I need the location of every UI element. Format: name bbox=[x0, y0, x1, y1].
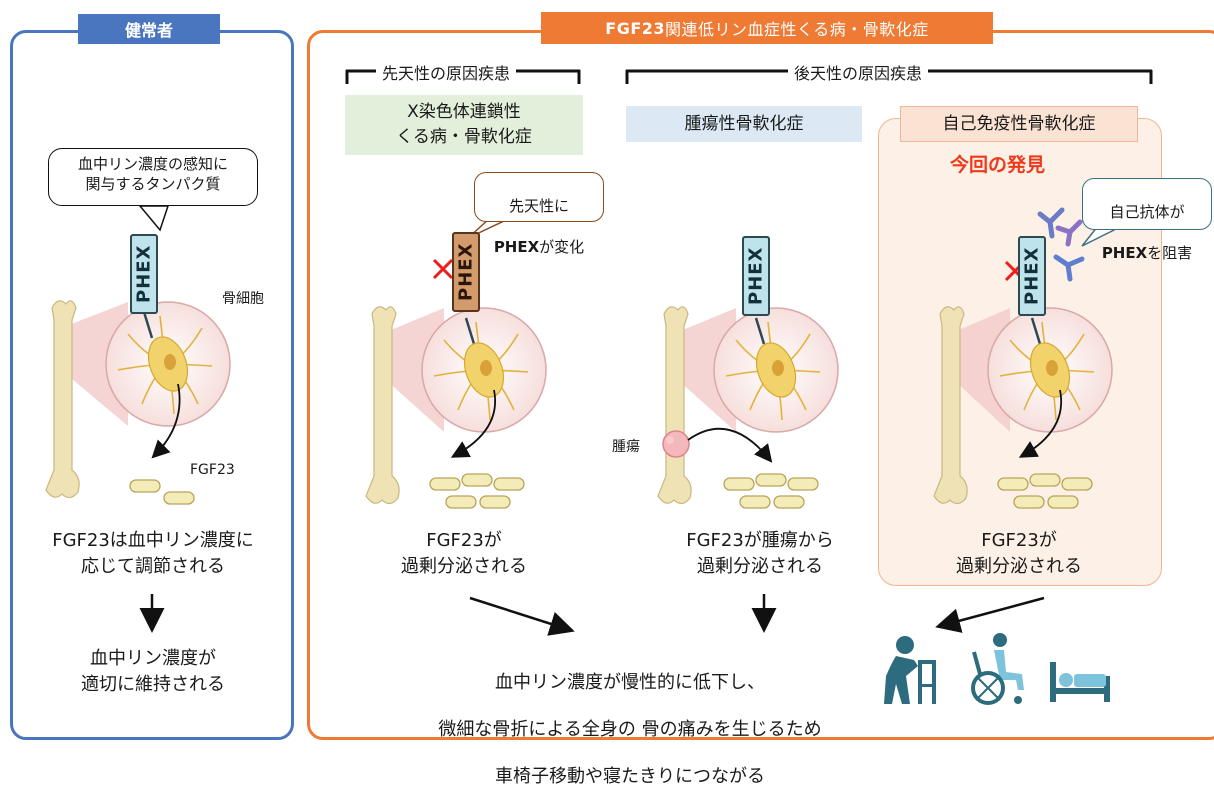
healthy-header: 健常者 bbox=[78, 14, 220, 44]
xlh-fgf23-capsule bbox=[429, 477, 461, 491]
tio-caption: FGF23が腫瘍から 過剰分泌される bbox=[686, 530, 834, 578]
autoimmune-bubble-rest: を阻害 bbox=[1147, 243, 1193, 262]
autoimmune-caption: FGF23が 過剰分泌される bbox=[956, 530, 1082, 578]
autoimmune-label: 自己免疫性骨軟化症 bbox=[900, 106, 1138, 142]
diagram-graphics bbox=[45, 69, 1153, 705]
tumor-label: 腫瘍 bbox=[612, 439, 640, 455]
conclusion-line-3: 車椅子移動や寝たきりにつながる bbox=[495, 765, 765, 787]
xlh-caption: FGF23が 過剰分泌される bbox=[401, 530, 527, 578]
acquired-bracket-label: 後天性の原因疾患 bbox=[788, 60, 929, 84]
healthy-phex: PHEX bbox=[130, 234, 158, 314]
tumor-icon bbox=[662, 430, 690, 458]
xlh-bubble-line1: 先天性に bbox=[508, 197, 569, 216]
autoimmune-fgf23-capsule bbox=[997, 477, 1029, 491]
autoimmune-fgf23-capsule bbox=[1061, 477, 1093, 491]
xlh-bubble: 先天性に PHEXが変化 bbox=[474, 172, 604, 256]
xlh-bone-icon bbox=[365, 306, 400, 505]
osteocyte-label: 骨細胞 bbox=[222, 291, 264, 307]
congenital-bracket-label: 先天性の原因疾患 bbox=[376, 60, 517, 84]
autoimmune-bubble-line1: 自己抗体が bbox=[1109, 203, 1185, 222]
new-finding-label: 今回の発見 bbox=[950, 154, 1046, 176]
tio-fgf23-capsule bbox=[739, 495, 771, 509]
autoimmune-bone-icon bbox=[933, 306, 968, 505]
xlh-label: X染色体連鎖性 くる病・骨軟化症 bbox=[345, 95, 583, 155]
tio-label: 腫瘍性骨軟化症 bbox=[626, 106, 862, 142]
xlh-red-x-icon bbox=[432, 258, 454, 280]
xlh-phex: PHEX bbox=[452, 232, 480, 312]
xlh-fgf23-capsule bbox=[493, 477, 525, 491]
tumor-secretion-arrow bbox=[687, 427, 773, 463]
autoimmune-bubble: 自己抗体が PHEXを阻害 bbox=[1082, 178, 1212, 262]
fgf23-label: FGF23 bbox=[190, 462, 235, 478]
xlh-fgf23-capsule bbox=[445, 495, 477, 509]
tio-phex: PHEX bbox=[742, 236, 770, 316]
xlh-bubble-bold: PHEX bbox=[493, 237, 540, 256]
autoimmune-bone-cell-group bbox=[933, 306, 1113, 509]
disease-header-bold: FGF23 bbox=[605, 18, 666, 38]
bed-icon bbox=[1050, 662, 1110, 702]
tio-fgf23-capsule bbox=[755, 473, 787, 487]
conclusion-text: 血中リン濃度が慢性的に低下し、 微細な骨折による全身の 骨の痛みを生じるため 車… bbox=[370, 648, 890, 812]
healthy-fgf23-capsule bbox=[129, 479, 161, 493]
healthy-bone-icon bbox=[45, 300, 80, 499]
xlh-bubble-rest: が変化 bbox=[539, 237, 585, 256]
healthy-secretion-arrow bbox=[151, 383, 181, 459]
healthy-fgf23-capsule bbox=[163, 491, 195, 505]
healthy-zoom-projection bbox=[66, 302, 128, 426]
conclusion-line-1: 血中リン濃度が慢性的に低下し、 bbox=[495, 672, 765, 694]
autoimmune-fgf23-capsule bbox=[1047, 495, 1079, 509]
healthy-caption: FGF23は血中リン濃度に 応じて調節される bbox=[52, 530, 254, 578]
autoimmune-bubble-bold: PHEX bbox=[1101, 243, 1148, 262]
tio-fgf23-capsule bbox=[723, 477, 755, 491]
disease-header-rest: 関連低リン血症性くる病・骨軟化症 bbox=[665, 20, 929, 39]
xlh-secretion-arrow bbox=[450, 389, 496, 458]
xlh-conclusion-arrow bbox=[469, 596, 575, 636]
conclusion-line-2: 微細な骨折による全身の 骨の痛みを生じるため bbox=[438, 719, 822, 741]
autoimmune-secretion-arrow bbox=[1018, 389, 1062, 458]
wheelchair-icon bbox=[971, 633, 1024, 705]
xlh-fgf23-capsule bbox=[479, 495, 511, 509]
tio-fgf23-capsule bbox=[773, 495, 805, 509]
autoimmune-phex: PHEX bbox=[1018, 236, 1046, 316]
walker-person-icon bbox=[884, 636, 936, 704]
healthy-result: 血中リン濃度が 適切に維持される bbox=[81, 648, 225, 696]
xlh-bone-cell-group bbox=[365, 306, 547, 509]
xlh-fgf23-capsule bbox=[461, 473, 493, 487]
autoimmune-fgf23-capsule bbox=[1013, 495, 1045, 509]
healthy-bubble-tail bbox=[138, 205, 170, 232]
autoimmune-fgf23-capsule bbox=[1029, 473, 1061, 487]
autoimmune-conclusion-arrow bbox=[935, 596, 1045, 633]
antibody-icon bbox=[1037, 207, 1085, 282]
healthy-bone-cell-group bbox=[45, 300, 231, 505]
healthy-bubble: 血中リン濃度の感知に 関与するタンパク質 bbox=[48, 148, 258, 206]
tio-bone-cell-group bbox=[657, 306, 839, 509]
tio-fgf23-capsule bbox=[787, 477, 819, 491]
